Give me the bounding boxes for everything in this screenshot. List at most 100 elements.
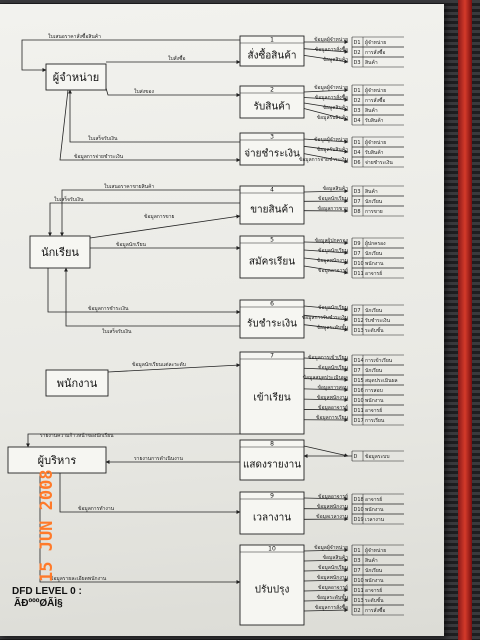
store-flow-line bbox=[303, 265, 349, 275]
flow-label-f6: ใบเสนอราคาขายสินค้า bbox=[104, 183, 154, 190]
store-flow-line bbox=[303, 153, 349, 164]
process-box-2 bbox=[239, 85, 305, 119]
flow-label-f10: ข้อมูลการชำระเงิน bbox=[88, 305, 129, 312]
process-number-2: 2 bbox=[270, 87, 274, 94]
process-name-2: รับสินค้า bbox=[254, 101, 291, 113]
external-entity-supplier-label: ผู้จำหน่าย bbox=[53, 71, 99, 84]
process-number-6: 6 bbox=[270, 301, 274, 308]
store-id: D6 bbox=[354, 160, 361, 166]
flow-label-f3: ใบส่งของ bbox=[134, 88, 155, 95]
flow-label-f9: ข้อมูลนักเรียน bbox=[116, 241, 147, 248]
process-number-7: 7 bbox=[270, 353, 274, 360]
store-name: ผู้ปกครอง bbox=[365, 240, 386, 247]
store-flow-label: ข้อมูลผู้จำหน่าย bbox=[314, 84, 348, 91]
flow-label-f11: ใบเสร็จรับเงิน bbox=[102, 327, 132, 335]
store-id: D7 bbox=[354, 368, 361, 374]
process-name-10: ปรับปรุง bbox=[255, 585, 290, 596]
store-flow-line bbox=[303, 257, 349, 265]
store-flow-line bbox=[303, 496, 349, 501]
flow-label-f12: ข้อมูลนักเรียนแต่ละระดับ bbox=[132, 361, 186, 368]
store-flow-line bbox=[303, 145, 349, 154]
store-id: D3 bbox=[354, 60, 361, 66]
store-flow-label: ข้อมูลการรับชำระเงิน bbox=[302, 314, 349, 321]
store-name: การสั่งซื้อ bbox=[365, 95, 385, 104]
store-id: D1 bbox=[354, 40, 361, 46]
store-flow-line bbox=[303, 558, 349, 563]
process-name-9: เวลางาน bbox=[253, 513, 291, 524]
store-flow-label: ข้อมูลนักเรียน bbox=[318, 564, 349, 571]
store-name: ระดับชั้น bbox=[365, 595, 384, 604]
store-flow-line bbox=[303, 249, 349, 255]
store-id: D8 bbox=[354, 209, 361, 215]
store-flow-line bbox=[303, 240, 349, 245]
store-flow-label: ข้อมูลอาจารย์ bbox=[318, 584, 348, 591]
store-flow-label: ข้อมูลพนักงาน bbox=[317, 257, 349, 264]
store-flow-label: ข้อมูลการสอบ bbox=[317, 384, 348, 391]
store-flow-label: ข้อมูลผู้จำหน่าย bbox=[314, 136, 348, 143]
store-flow-label: ข้อมูลนักเรียน bbox=[318, 364, 349, 371]
store-flow-label: ข้อมูลสินค้า bbox=[323, 104, 349, 111]
store-id: D10 bbox=[354, 507, 364, 513]
process-name-7: เข้าเรียน bbox=[253, 392, 291, 404]
store-name: ผู้จำหน่าย bbox=[365, 547, 386, 554]
store-id: D1 bbox=[354, 140, 361, 146]
store-flow-line bbox=[303, 108, 349, 122]
store-flow-line bbox=[303, 102, 349, 112]
store-name: อาจารย์ bbox=[365, 496, 382, 503]
store-name: อาจารย์ bbox=[365, 407, 382, 414]
store-flow-label: ข้อมูลการขาย bbox=[318, 205, 349, 212]
store-id: D16 bbox=[354, 388, 364, 394]
store-id: D10 bbox=[354, 398, 364, 404]
store-flow-label: ข้อมูลการสั่งซื้อ bbox=[315, 44, 348, 53]
store-flow-label: ข้อมูลระดับชั้น bbox=[317, 322, 349, 331]
external-entity-employee bbox=[45, 369, 109, 397]
store-id: D2 bbox=[354, 50, 361, 56]
external-entity-manager bbox=[7, 446, 107, 474]
store-name: พนักงาน bbox=[365, 578, 384, 584]
store-name: รับสินค้า bbox=[365, 117, 384, 124]
flow-label-f2: ใบสั่งซื้อ bbox=[168, 53, 186, 62]
store-name: รับสินค้า bbox=[365, 149, 384, 156]
store-flow-label: ข้อมูลสมุดประเมินผล bbox=[303, 374, 348, 381]
process-number-9: 9 bbox=[270, 493, 274, 500]
store-flow-line bbox=[303, 588, 349, 593]
process-box-1 bbox=[239, 35, 305, 67]
process-box-8 bbox=[239, 439, 305, 481]
store-flow-label: ข้อมูลพนักงาน bbox=[317, 503, 349, 510]
store-flow-line bbox=[303, 407, 349, 412]
process-box-10 bbox=[239, 544, 305, 626]
process-name-1: สั่งซื้อสินค้า bbox=[247, 48, 296, 62]
flow-f12 bbox=[107, 363, 241, 373]
store-flow-line bbox=[303, 54, 349, 64]
store-id: D17 bbox=[354, 418, 364, 424]
external-entity-student bbox=[29, 235, 91, 269]
store-flow-label: ข้อมูลอาจารย์ bbox=[318, 493, 348, 500]
store-id: D18 bbox=[354, 497, 364, 503]
store-name: การขาย bbox=[365, 209, 383, 215]
store-flow-label: ข้อมูลเวลางาน bbox=[316, 513, 348, 520]
process-name-8: แสดงรายงาน bbox=[243, 460, 301, 471]
flow-label-f4: ใบเสร็จรับเงิน bbox=[88, 134, 118, 142]
store-id: D7 bbox=[354, 308, 361, 314]
flow-f10 bbox=[47, 268, 241, 314]
store-flow-line bbox=[303, 324, 349, 332]
flow-label-f8: ข้อมูลการขาย bbox=[144, 213, 175, 220]
store-flow-line bbox=[303, 88, 349, 93]
store-flow-line bbox=[303, 305, 349, 312]
red-edge bbox=[458, 0, 472, 640]
flow-f4 bbox=[68, 89, 240, 143]
store-flow-label: ข้อมูลการเรียน bbox=[316, 414, 349, 421]
store-name: จ่ายชำระเงิน bbox=[365, 159, 393, 166]
date-stamp: 15 JUN 2008 bbox=[37, 469, 57, 582]
store-name: สินค้า bbox=[365, 188, 378, 195]
dfd-level-sub: ÃÐºººØÃÌ§ bbox=[14, 596, 63, 609]
store-name: นักเรียน bbox=[365, 367, 383, 374]
store-flow-line bbox=[303, 598, 349, 603]
store-name: พนักงาน bbox=[365, 261, 384, 267]
store-id: D11 bbox=[354, 408, 364, 414]
store-id: D4 bbox=[354, 118, 361, 124]
store-flow-label: ข้อมูลนักเรียน bbox=[318, 247, 349, 254]
store-name: การสั่งซื้อ bbox=[365, 605, 385, 614]
store-flow-label: ข้อมูลการสั่งซื้อ bbox=[315, 92, 348, 101]
flow-f3 bbox=[105, 87, 241, 97]
